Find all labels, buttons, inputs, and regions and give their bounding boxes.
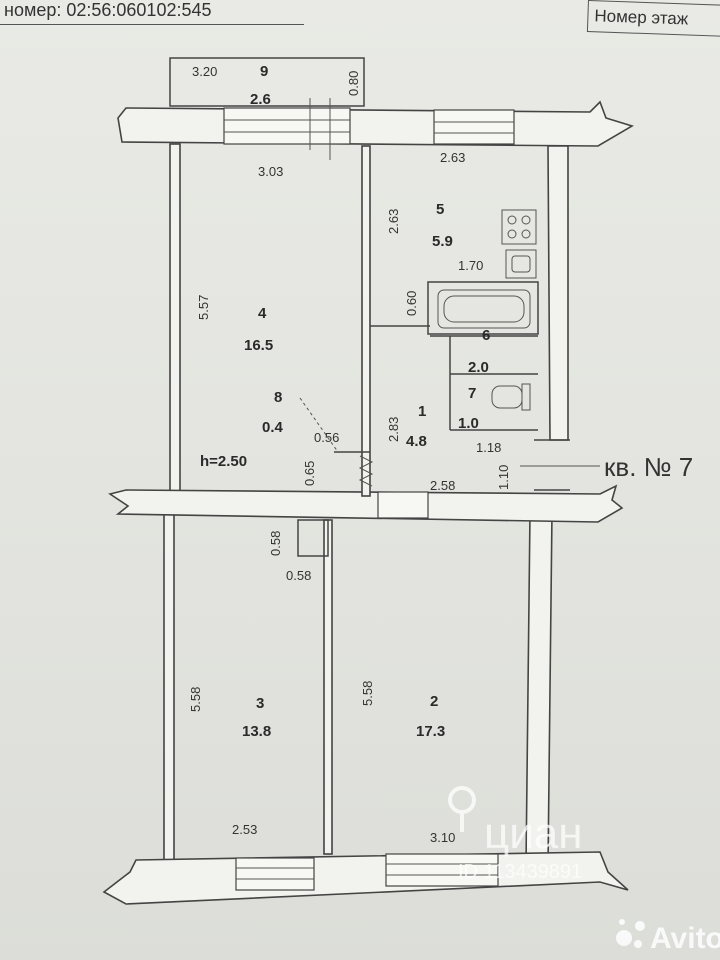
dim-room7-width: 1.18 <box>476 440 501 455</box>
closet-8 <box>299 397 374 487</box>
room-1-number: 1 <box>418 403 426 420</box>
dim-closet-a: 0.58 <box>268 531 283 556</box>
top-exterior-wall <box>117 100 634 147</box>
avito-watermark: Avito <box>650 922 720 955</box>
room-9-number: 9 <box>260 63 268 80</box>
room-4-area: 16.5 <box>244 337 273 354</box>
room-2-area: 17.3 <box>416 723 445 740</box>
left-wall-lower <box>163 513 175 865</box>
room-9-area: 2.6 <box>250 91 271 108</box>
room-1-area: 4.8 <box>406 433 427 450</box>
room-8-number: 8 <box>274 389 282 406</box>
room-7-number: 7 <box>468 385 476 402</box>
cian-watermark-id: ID 113439891 <box>458 861 582 883</box>
cian-watermark: циан <box>484 809 583 858</box>
dim-room5-height: 2.63 <box>386 209 401 234</box>
left-wall-upper <box>169 143 181 495</box>
room-5-area: 5.9 <box>432 233 453 250</box>
middle-door <box>377 491 429 519</box>
dim-room5-width: 2.63 <box>440 150 465 165</box>
top-window-right <box>433 109 515 145</box>
dim-room8-b: 0.65 <box>302 461 317 486</box>
room-7-area: 1.0 <box>458 415 479 432</box>
cian-logo-icon <box>448 786 476 832</box>
room-2-number: 2 <box>430 693 438 710</box>
room-5-number: 5 <box>436 201 444 218</box>
dim-room7-height: 1.10 <box>496 465 511 490</box>
dim-room4-width: 3.03 <box>258 164 283 179</box>
partition-lower <box>323 519 333 855</box>
ceiling-height-label: h=2.50 <box>200 453 247 470</box>
partition-4 <box>361 145 371 497</box>
room-3-number: 3 <box>256 695 264 712</box>
dim-room4-height: 5.57 <box>196 295 211 320</box>
balcony-outline <box>169 57 365 107</box>
cadastral-number: номер: 02:56:060102:545 <box>0 0 304 25</box>
room-4-number: 4 <box>258 305 267 322</box>
dim-kitchen-counter: 1.70 <box>458 258 483 273</box>
dim-room3-height: 5.58 <box>188 687 203 712</box>
dim-room2-height: 5.58 <box>360 681 375 706</box>
dim-room1-height: 2.83 <box>386 417 401 442</box>
balcony-door <box>309 98 331 160</box>
dim-balcony-depth: 0.80 <box>346 71 361 96</box>
room-8-area: 0.4 <box>262 419 284 436</box>
dim-room2-width: 3.10 <box>430 830 455 845</box>
top-window-left <box>223 107 351 145</box>
bathroom-block <box>427 281 539 431</box>
lower-closet <box>297 519 329 557</box>
bottom-window-right <box>385 853 499 887</box>
right-wall-upper <box>547 145 569 441</box>
apartment-label: кв. № 7 <box>604 452 693 482</box>
room-3-area: 13.8 <box>242 723 271 740</box>
dim-room1-width: 2.58 <box>430 478 455 493</box>
avito-logo-icon <box>616 919 645 948</box>
room-6-number: 6 <box>482 327 490 344</box>
room-6-area: 2.0 <box>468 359 489 376</box>
bottom-window-left <box>235 857 315 891</box>
dim-balcony-width: 3.20 <box>192 64 217 79</box>
dim-closet-b: 0.58 <box>286 568 311 583</box>
kitchen-appliances <box>501 209 537 279</box>
dim-room6-gap: 0.60 <box>404 291 419 316</box>
dim-room8-a: 0.56 <box>314 430 339 445</box>
entrance-door <box>520 439 600 491</box>
dim-room3-width: 2.53 <box>232 822 257 837</box>
